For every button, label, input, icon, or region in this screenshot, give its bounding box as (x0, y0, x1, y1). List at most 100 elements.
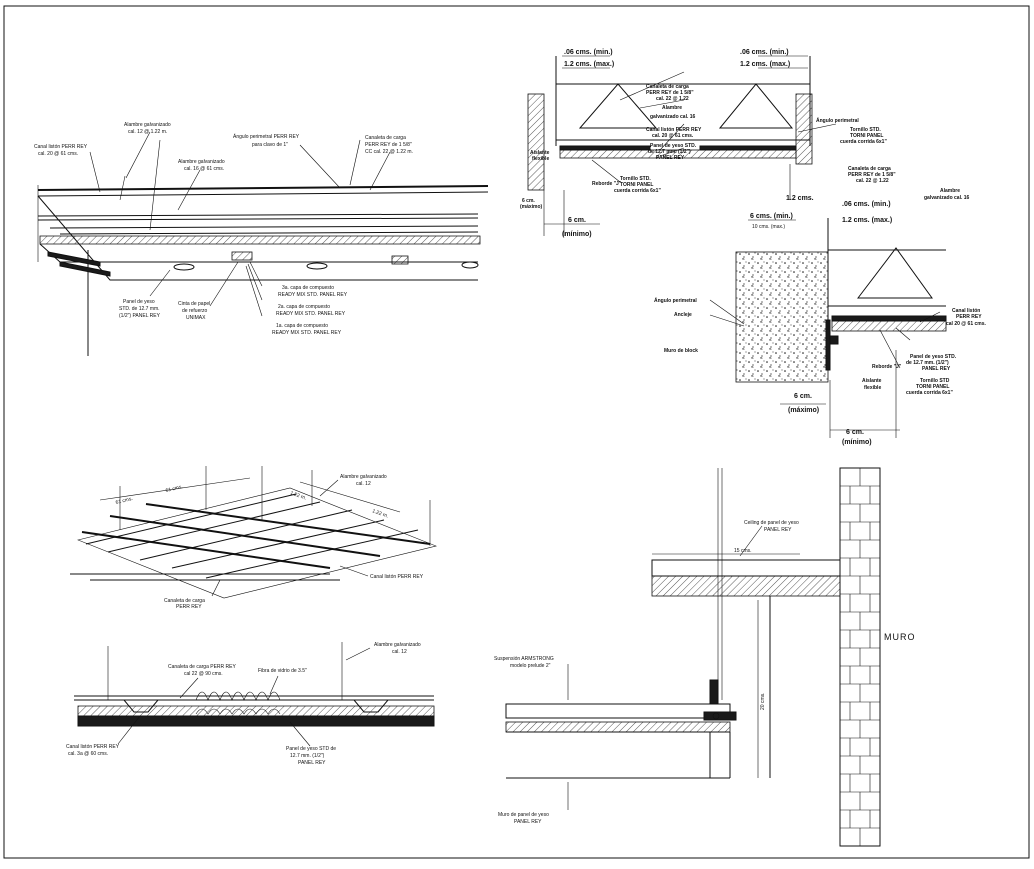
label: 6 cm. (522, 198, 535, 204)
label: 1a. capa de compuesto (276, 323, 328, 329)
label: 2a. capa de compuesto (278, 304, 330, 310)
label: Alambre (940, 188, 960, 194)
label: Tornillo STD. (620, 176, 651, 182)
label: PANEL REY (764, 527, 792, 533)
label: de refuerzo (182, 308, 208, 314)
label: cal 22 @ 90 cms. (184, 671, 223, 677)
label: cal. 22 @ 1.22 (656, 96, 689, 102)
dimension: 1.2 cms. (max.) (842, 217, 892, 224)
label: Canaleta de carga (365, 135, 406, 141)
label: Panel de yeso (123, 299, 155, 305)
label: PANEL REY (922, 366, 951, 372)
label: Ancleje (674, 312, 692, 318)
label: cal. 22 @ 1.22 (856, 178, 889, 184)
label: TORNI PANEL (850, 133, 883, 139)
label: Ángulo perimetral PERR REY (233, 133, 300, 140)
label: cuerda corrida 6x1" (840, 139, 887, 145)
label: galvanizado cal. 16 (650, 114, 696, 120)
label: cal. 12 (392, 649, 407, 655)
dimension: 61 cms. (165, 484, 183, 494)
detail-bottom-left: Alambre galvanizado cal. 12 Canaleta de … (66, 642, 435, 766)
label: (1/2") PANEL REY (119, 313, 161, 319)
label: Alambre galvanizado (124, 122, 171, 128)
label: (máximo) (520, 204, 543, 210)
label: Tornillo STD (920, 378, 950, 384)
dimension: 1.2 cms. (786, 195, 814, 202)
label: cal. 12 (356, 481, 371, 487)
dimension: 1.2 cms. (max.) (740, 61, 790, 68)
label: PERR REY (176, 604, 202, 610)
dimension: (mínimo) (562, 231, 592, 238)
dimension: 1.22 m. (289, 490, 307, 501)
label: flexible (532, 156, 549, 162)
label: Panel de yeso STD de (286, 746, 336, 752)
label: Muro de panel de yeso (498, 812, 549, 818)
label: Panel de yeso STD. (910, 354, 957, 360)
label: Canal listón PERR REY (370, 574, 424, 580)
label: Canal listón (952, 308, 980, 314)
dimension: 1.22 m. (371, 508, 389, 519)
label: Panel de yeso STD. (650, 143, 697, 149)
label: TORNI PANEL (916, 384, 949, 390)
detail-mid-right: Canaleta de carga PERR REY de 1 5/8" cal… (654, 166, 987, 446)
label: Canal listón PERR REY (66, 744, 120, 750)
label: PERR REY de 1 5/8" (365, 142, 412, 148)
detail-bottom-right: Ceiling de panel de yeso PANEL REY 15 cm… (494, 467, 915, 847)
label: READY MIX STD. PANEL REY (278, 292, 348, 298)
label: Alambre galvanizado (178, 159, 225, 165)
label: PANEL REY (514, 819, 542, 825)
label: Canaleta de carga (848, 166, 891, 172)
label: Aislante (530, 150, 550, 156)
label: Ángulo perimetral (654, 297, 697, 304)
label: modelo prelude 2" (510, 663, 551, 669)
label: Cinta de papel (178, 301, 210, 307)
dimension: 10 cms. (max.) (752, 224, 785, 230)
label: Ceiling de panel de yeso (744, 520, 799, 526)
dimension: (mínimo) (842, 439, 872, 446)
label: cal. 20 @ 61 cms. (38, 151, 78, 157)
dimension: 15 cms. (734, 548, 752, 554)
label: PANEL REY (298, 760, 326, 766)
label: cuerda corrida 6x1" (614, 188, 661, 194)
label: Alambre galvanizado (374, 642, 421, 648)
label: Canal listón PERR REY (646, 127, 702, 133)
label: Canaleta de carga (646, 84, 689, 90)
label: cal. 3a @ 60 cms. (68, 751, 108, 757)
dimension: 20 cms. (760, 692, 766, 710)
dimension: .06 cms. (min.) (564, 49, 613, 56)
dimension: .06 cms. (min.) (842, 201, 891, 208)
label: Suspensión ARMSTRONG (494, 656, 554, 662)
label: Fibra de vidrio de 3.5" (258, 668, 307, 674)
label: flexible (864, 385, 881, 391)
label: STD. de 12.7 mm. (119, 306, 160, 312)
label: Alambre galvanizado (340, 474, 387, 480)
dimension: 6 cm. (794, 393, 812, 400)
label: 3a. capa de compuesto (282, 285, 334, 291)
label: TORNI PANEL (620, 182, 653, 188)
label: Alambre (662, 105, 682, 111)
label: Canaleta de carga PERR REY (168, 664, 236, 670)
label: cal. 12 @ 1.22 m. (128, 129, 167, 135)
label: PANEL REY (656, 155, 685, 161)
sheet-border (3, 5, 1030, 859)
label: Reborde "J" (872, 364, 902, 370)
detail-top-right: .06 cms. (min.) 1.2 cms. (max.) .06 cms.… (520, 49, 887, 238)
dimension: 6 cms. (min.) (750, 213, 793, 220)
label: Canal listón PERR REY (34, 144, 88, 150)
dimension: 61 cms. (115, 496, 133, 506)
label: UNIMAX (186, 315, 206, 321)
label: cal 20 @ 61 cms. (946, 321, 987, 327)
label: READY MIX STD. PANEL REY (276, 311, 346, 317)
dimension: 6 cm. (846, 429, 864, 436)
label: CC cal. 22 @ 1.22 m. (365, 149, 413, 155)
label: READY MIX STD. PANEL REY (272, 330, 342, 336)
dimension: (máximo) (788, 407, 819, 414)
label: Canaleta de carga (164, 598, 205, 604)
label: para clavo de 1" (252, 142, 288, 148)
label: Ángulo perimetral (816, 117, 859, 124)
label: Muro de block (664, 348, 698, 354)
dimension: 1.2 cms. (max.) (564, 61, 614, 68)
label: 12.7 mm. (1/2") (290, 753, 325, 759)
dimension: 6 cm. (568, 217, 586, 224)
